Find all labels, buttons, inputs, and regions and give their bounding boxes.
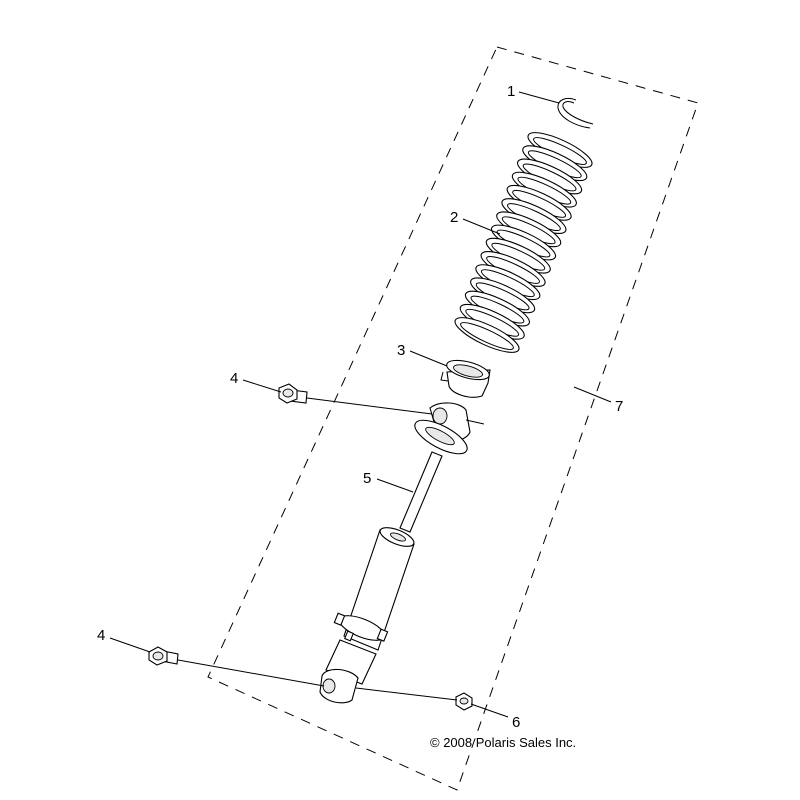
lower-bolt	[148, 646, 179, 666]
callout-5: 5	[363, 470, 371, 487]
callout-7: 7	[615, 398, 623, 415]
callout-6: 6	[512, 714, 520, 731]
leader-lines	[109, 91, 612, 718]
callout-4-upper: 4	[230, 370, 238, 387]
shock-absorber	[319, 402, 485, 704]
lock-nut	[455, 692, 473, 711]
copyright-notice: © 2008 Polaris Sales Inc.	[430, 735, 576, 750]
lower-bolt-axis-line	[177, 659, 325, 687]
callout-4-lower: 4	[97, 627, 105, 644]
callout-3: 3	[397, 342, 405, 359]
upper-bolt	[278, 383, 308, 404]
lower-nut-axis-line	[355, 687, 458, 701]
spring-coil-inner	[460, 322, 514, 350]
callout-1: 1	[507, 83, 515, 100]
spring-coil-outer	[454, 317, 520, 353]
coil-spring	[454, 132, 593, 353]
spring-retainer	[440, 359, 491, 398]
retaining-ring	[557, 97, 594, 129]
callout-2: 2	[450, 209, 458, 226]
assembly-boundary	[207, 46, 699, 791]
upper-bolt-axis-line	[306, 397, 433, 415]
